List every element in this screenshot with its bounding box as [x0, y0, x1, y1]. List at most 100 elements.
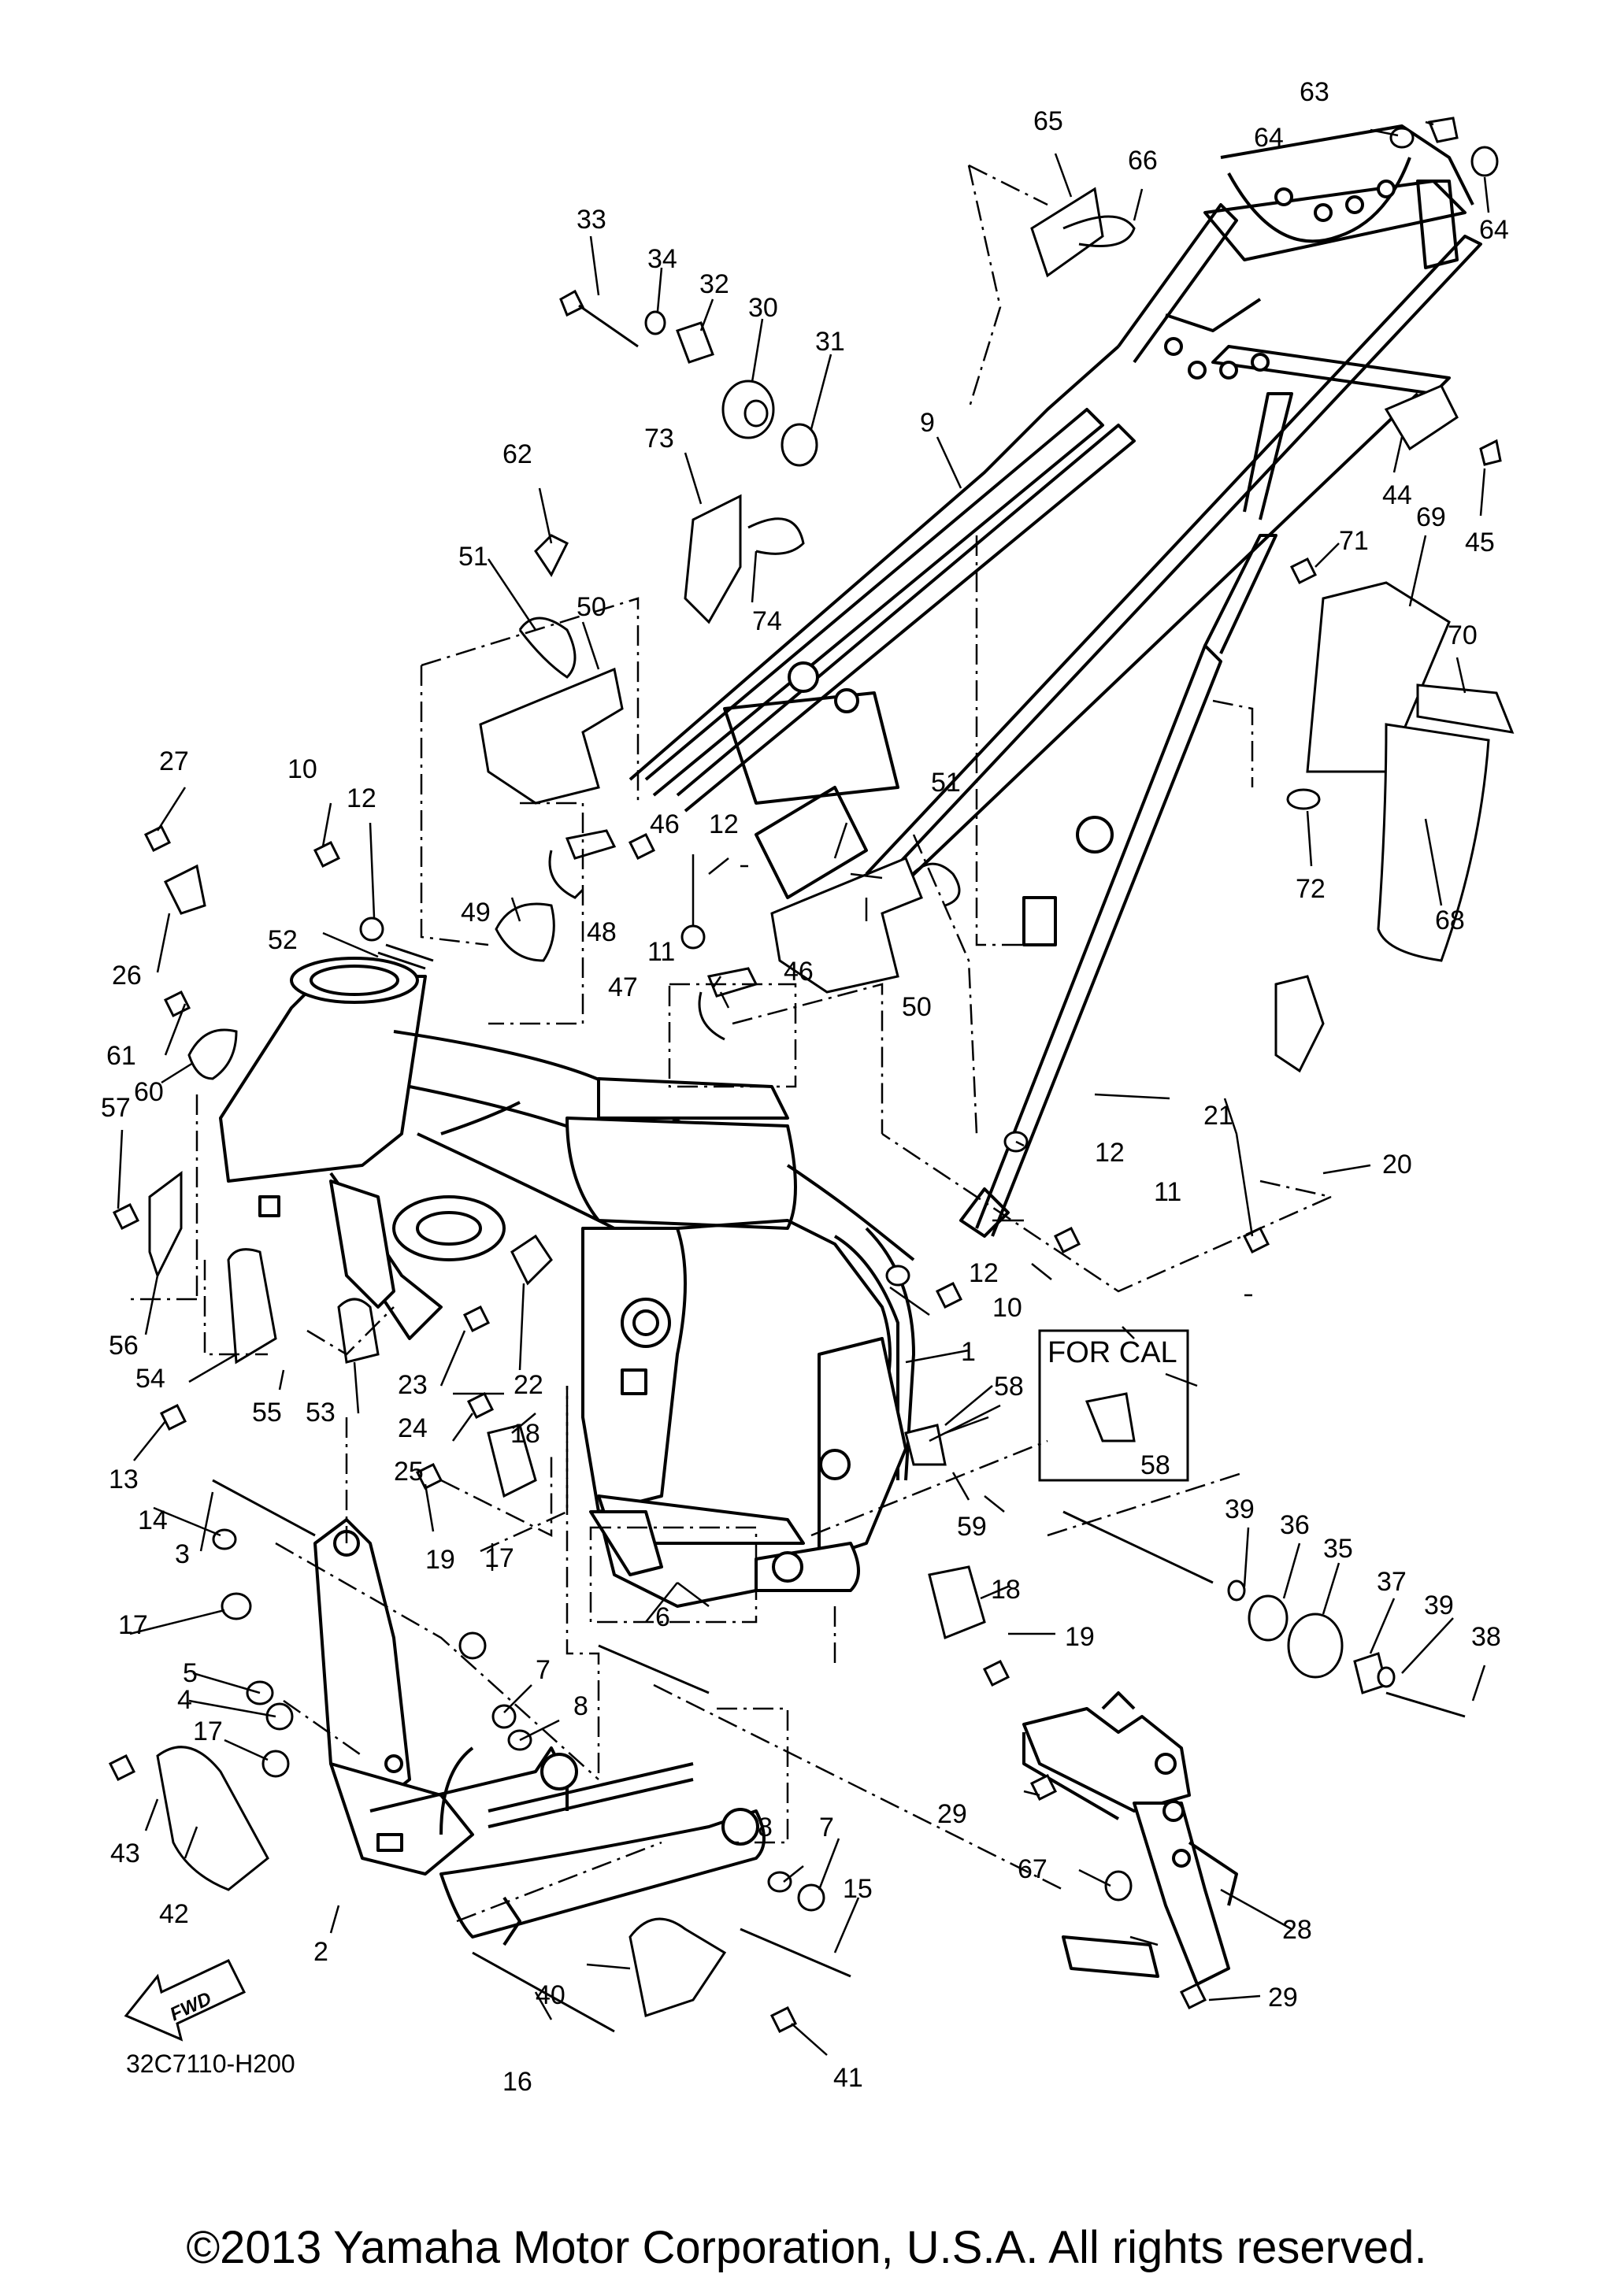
label-40: 40 [536, 1980, 565, 2010]
label-58b: 58 [1140, 1450, 1170, 1480]
label-58: 58 [994, 1372, 1024, 1402]
label-65: 65 [1033, 106, 1063, 136]
label-14: 14 [138, 1505, 168, 1535]
label-57: 57 [101, 1093, 131, 1123]
label-19: 19 [425, 1545, 455, 1575]
label-64: 64 [1254, 123, 1284, 153]
label-36: 36 [1280, 1510, 1310, 1540]
grouping-lines [126, 164, 1332, 1923]
label-15: 15 [843, 1874, 873, 1904]
label-55: 55 [252, 1398, 282, 1428]
label-18: 18 [510, 1419, 540, 1449]
label-61: 61 [106, 1041, 136, 1071]
label-67: 67 [1018, 1854, 1048, 1884]
label-49: 49 [461, 898, 491, 928]
label-41: 41 [833, 2063, 863, 2093]
label-18b: 18 [991, 1575, 1021, 1605]
label-51: 51 [458, 542, 488, 572]
label-8b: 8 [758, 1813, 773, 1842]
label-66: 66 [1128, 146, 1158, 176]
label-12c: 12 [1095, 1138, 1125, 1168]
label-13: 13 [109, 1465, 139, 1494]
label-35: 35 [1323, 1534, 1353, 1564]
label-12d: 12 [969, 1258, 999, 1288]
label-33: 33 [577, 205, 606, 235]
label-27: 27 [159, 746, 189, 776]
rear-frame [629, 124, 1482, 1238]
label-12: 12 [347, 783, 376, 813]
label-56: 56 [109, 1331, 139, 1361]
label-71: 71 [1339, 526, 1369, 556]
label-50: 50 [577, 592, 606, 622]
label-11b: 11 [1154, 1177, 1181, 1207]
label-23: 23 [398, 1370, 428, 1400]
label-25: 25 [394, 1457, 424, 1487]
label-73: 73 [644, 424, 674, 454]
label-17: 17 [484, 1543, 514, 1573]
label-9: 9 [920, 408, 935, 438]
label-44: 44 [1382, 480, 1412, 510]
fastener-parts [108, 117, 1515, 2034]
label-24: 24 [398, 1413, 428, 1443]
label-5: 5 [183, 1658, 198, 1688]
label-19b: 19 [1065, 1622, 1095, 1652]
label-22: 22 [514, 1370, 543, 1400]
label-39b: 39 [1424, 1591, 1454, 1620]
label-74: 74 [752, 606, 782, 636]
label-21: 21 [1203, 1101, 1233, 1131]
label-4: 4 [177, 1685, 192, 1715]
label-52: 52 [268, 925, 298, 955]
label-70: 70 [1448, 620, 1478, 650]
leader-lines [117, 120, 1490, 2056]
label-60: 60 [134, 1077, 164, 1107]
engine-mount-bracket [313, 1518, 766, 1946]
label-1: 1 [961, 1337, 976, 1367]
for-cal-inset-box [1038, 1329, 1189, 1482]
label-72: 72 [1296, 874, 1326, 904]
label-42: 42 [159, 1899, 189, 1929]
label-26: 26 [112, 961, 142, 991]
diagram-code: 32C7110-H200 [126, 2050, 295, 2078]
main-frame [219, 957, 915, 1608]
label-59: 59 [957, 1512, 987, 1542]
label-39: 39 [1225, 1494, 1255, 1524]
label-28: 28 [1282, 1915, 1312, 1945]
label-30: 30 [748, 293, 778, 323]
label-17c: 17 [193, 1716, 223, 1746]
label-53: 53 [306, 1398, 336, 1428]
label-50b: 50 [902, 992, 932, 1022]
label-29: 29 [937, 1799, 967, 1829]
label-29b: 29 [1268, 1983, 1298, 2013]
label-64b: 64 [1479, 215, 1509, 245]
label-6: 6 [655, 1602, 670, 1632]
label-3: 3 [175, 1539, 190, 1569]
label-7: 7 [536, 1655, 551, 1685]
label-16: 16 [502, 2067, 532, 2097]
label-45: 45 [1465, 528, 1495, 557]
part-number-labels: 63 64 64 65 66 33 34 32 30 31 9 73 74 62… [101, 77, 1509, 2097]
label-62: 62 [502, 439, 532, 469]
label-68: 68 [1435, 905, 1465, 935]
label-38: 38 [1471, 1622, 1501, 1652]
label-54: 54 [135, 1364, 165, 1394]
label-51b: 51 [931, 768, 961, 798]
label-20: 20 [1382, 1150, 1412, 1179]
fwd-arrow-icon [124, 1959, 247, 2042]
rear-bracket [1022, 1691, 1238, 1986]
for-cal-label: FOR CAL [1048, 1336, 1177, 1369]
label-46: 46 [650, 809, 680, 839]
label-12b: 12 [709, 809, 739, 839]
label-34: 34 [647, 244, 677, 274]
label-8: 8 [573, 1691, 588, 1721]
label-37: 37 [1377, 1567, 1407, 1597]
label-32: 32 [699, 269, 729, 299]
copyright-notice: ©2013 Yamaha Motor Corporation, U.S.A. A… [186, 2222, 1427, 2273]
label-43: 43 [110, 1839, 140, 1868]
label-69: 69 [1416, 502, 1446, 532]
label-48: 48 [587, 917, 617, 947]
label-2: 2 [313, 1937, 328, 1967]
label-17b: 17 [118, 1610, 148, 1640]
label-63: 63 [1300, 77, 1329, 107]
label-47: 47 [608, 972, 638, 1002]
